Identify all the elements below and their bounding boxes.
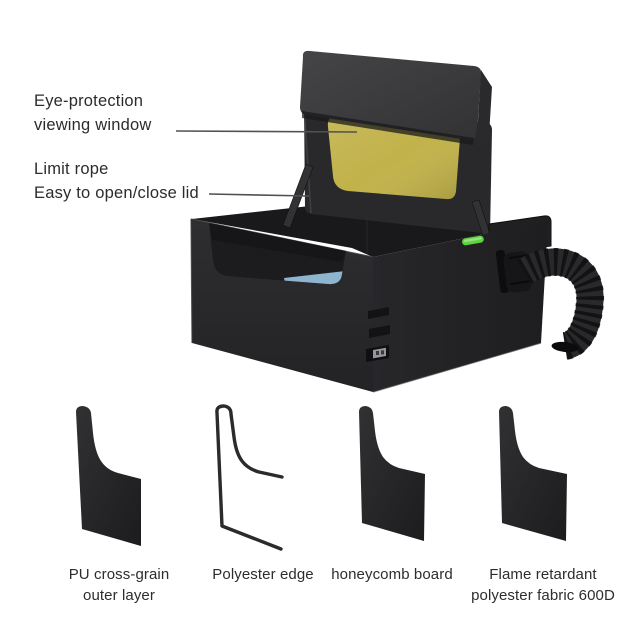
polyester-edge-swatch (215, 404, 284, 551)
exhaust-hose (495, 248, 604, 360)
material-label-line: PU cross-grain (68, 566, 170, 583)
callout-viewing-window: Eye-protection viewing window (34, 89, 151, 137)
material-label-polyester-edge: Polyester edge (183, 564, 343, 585)
honeycomb-board-swatch (359, 406, 425, 541)
green-latch (462, 235, 484, 246)
callout-line: viewing window (34, 116, 152, 134)
material-label-line: Polyester edge (212, 566, 314, 583)
leader-line-viewing-window (175, 130, 358, 133)
side-vents (368, 307, 390, 338)
material-label-line: outer layer (83, 587, 155, 604)
material-label-honeycomb-board: honeycomb board (312, 564, 472, 585)
leader-line-limit-rope (208, 193, 310, 197)
flame-retardant-fabric-swatch (499, 406, 567, 541)
callout-limit-rope: Limit rope Easy to open/close lid (34, 157, 199, 205)
callout-line: Easy to open/close lid (34, 184, 199, 202)
enclosure-box (190, 50, 604, 393)
pu-fabric-swatch (76, 406, 141, 546)
lid (300, 50, 492, 234)
material-label-line: polyester fabric 600D (471, 587, 615, 604)
usb-port (366, 345, 389, 362)
lid-flap-side-fold (475, 70, 492, 152)
material-label-line: honeycomb board (331, 566, 453, 583)
laser-engraver-inside (209, 223, 346, 285)
box-interior (192, 206, 548, 257)
material-label-pu-cross-grain: PU cross-grain outer layer (39, 564, 199, 606)
material-label-flame-retardant: Flame retardant polyester fabric 600D (458, 564, 628, 606)
callout-line: Limit rope (34, 160, 109, 178)
lid-flap-shadow (302, 111, 474, 145)
callout-line: Eye-protection (34, 92, 144, 110)
material-label-line: Flame retardant (489, 566, 597, 583)
